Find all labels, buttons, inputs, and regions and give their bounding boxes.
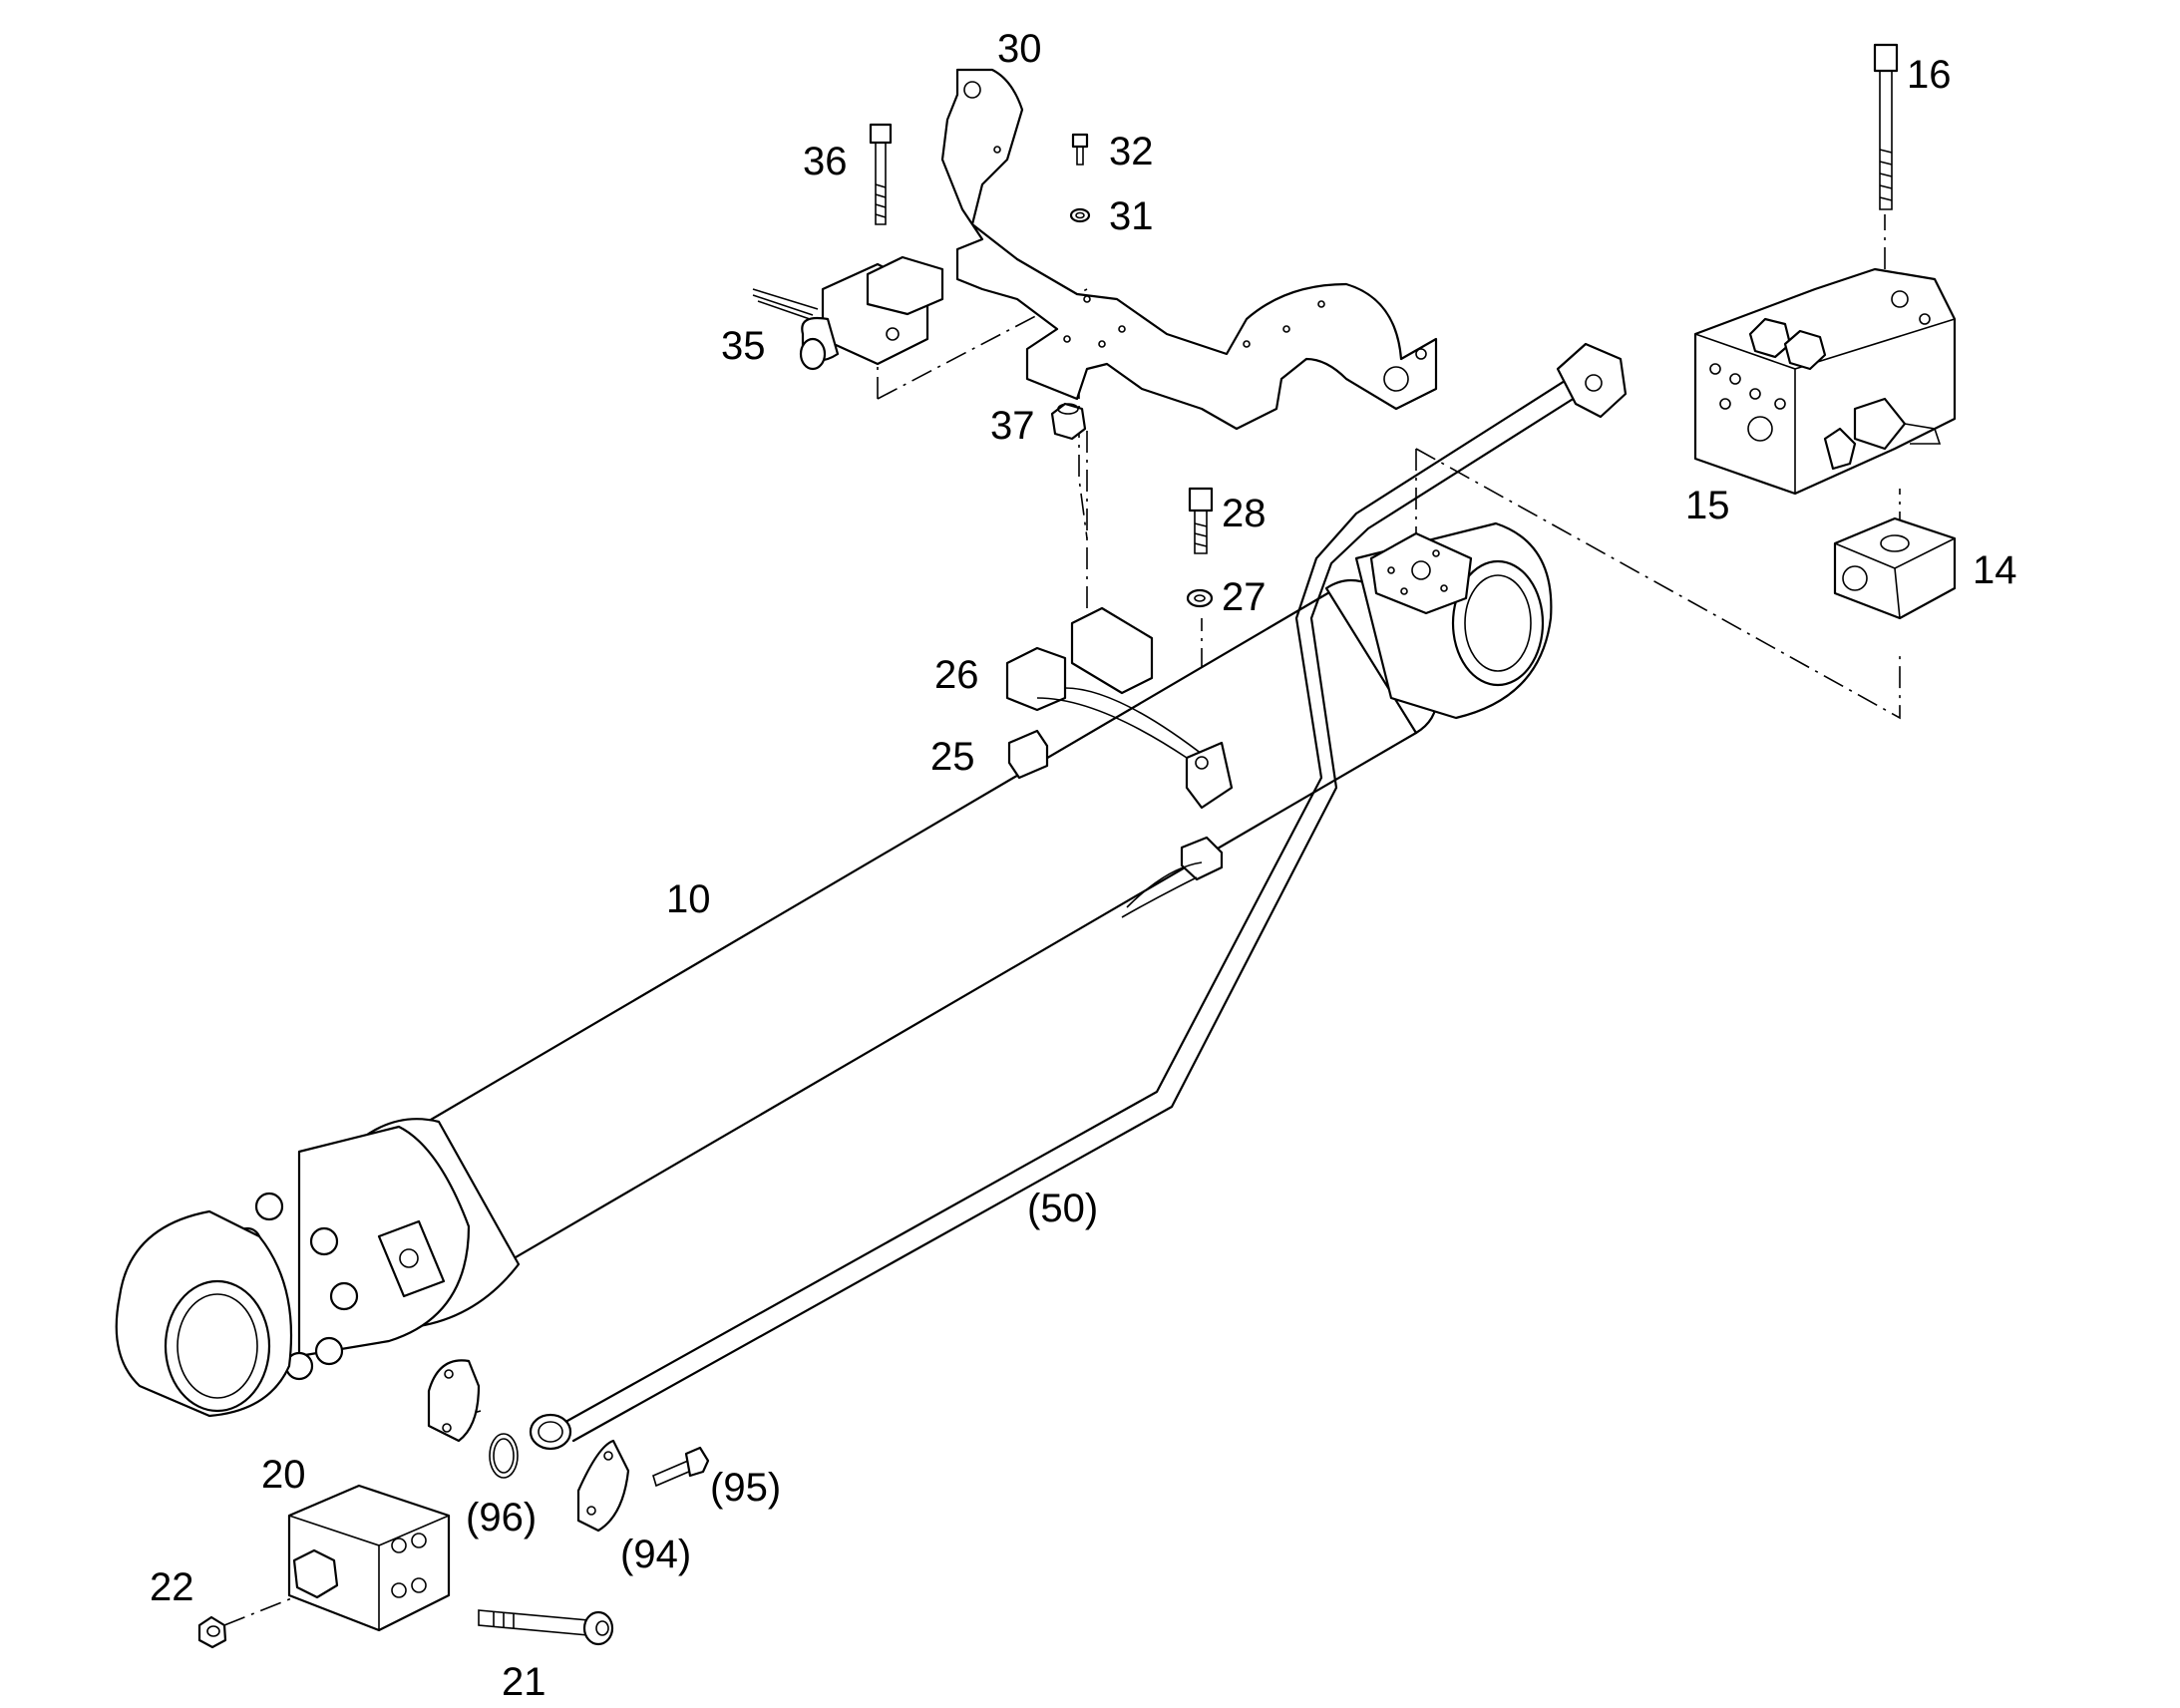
valve-block-15: [1693, 267, 1957, 496]
callout-37: 37: [990, 404, 1035, 448]
pipe-clamp-26: [1005, 606, 1234, 810]
solenoid-valve-35: [752, 255, 944, 371]
washer-27: [1186, 588, 1214, 608]
clamp-half-25: [1007, 729, 1224, 918]
pipe-50: [529, 342, 1628, 1451]
bolt-28: [1188, 487, 1214, 554]
callout-26: 26: [934, 653, 979, 697]
callout-36: 36: [803, 140, 848, 183]
o-ring-96: [489, 1433, 519, 1479]
callout-94: (94): [620, 1533, 691, 1576]
screw-95: [652, 1446, 710, 1488]
callout-20: 20: [261, 1453, 306, 1497]
bolt-32: [1071, 133, 1089, 166]
callout-14: 14: [1973, 548, 2017, 592]
cap-screw-21: [478, 1609, 614, 1646]
bolt-16: [1873, 43, 1899, 210]
callout-32: 32: [1109, 130, 1154, 173]
callout-50: (50): [1027, 1187, 1098, 1230]
callout-31: 31: [1109, 194, 1154, 238]
flange-half-94: [576, 1439, 630, 1533]
callout-16: 16: [1907, 53, 1952, 97]
callout-labels: 30 32 31 36 35 37 16 15 14 28 27 26 25 1…: [150, 27, 2017, 1704]
callout-21: 21: [502, 1660, 546, 1704]
bracket-30: [940, 68, 1438, 431]
callout-28: 28: [1222, 492, 1267, 535]
callout-30: 30: [997, 27, 1042, 71]
nut-37: [1050, 402, 1087, 441]
flange-half-upper: [427, 1359, 481, 1443]
callout-96: (96): [466, 1496, 537, 1539]
bolt-36: [869, 123, 893, 225]
adapter-block-14: [1833, 516, 1957, 620]
callout-95: (95): [710, 1466, 781, 1510]
washer-31: [1069, 207, 1091, 223]
callout-10: 10: [666, 877, 711, 921]
block-20: [287, 1484, 451, 1632]
callout-35: 35: [721, 324, 766, 368]
callout-25: 25: [930, 735, 975, 779]
plug-22: [197, 1615, 227, 1649]
callout-22: 22: [150, 1565, 194, 1609]
callout-27: 27: [1222, 575, 1267, 619]
hydraulic-cylinder-10: [115, 521, 1553, 1418]
callout-15: 15: [1685, 484, 1730, 527]
